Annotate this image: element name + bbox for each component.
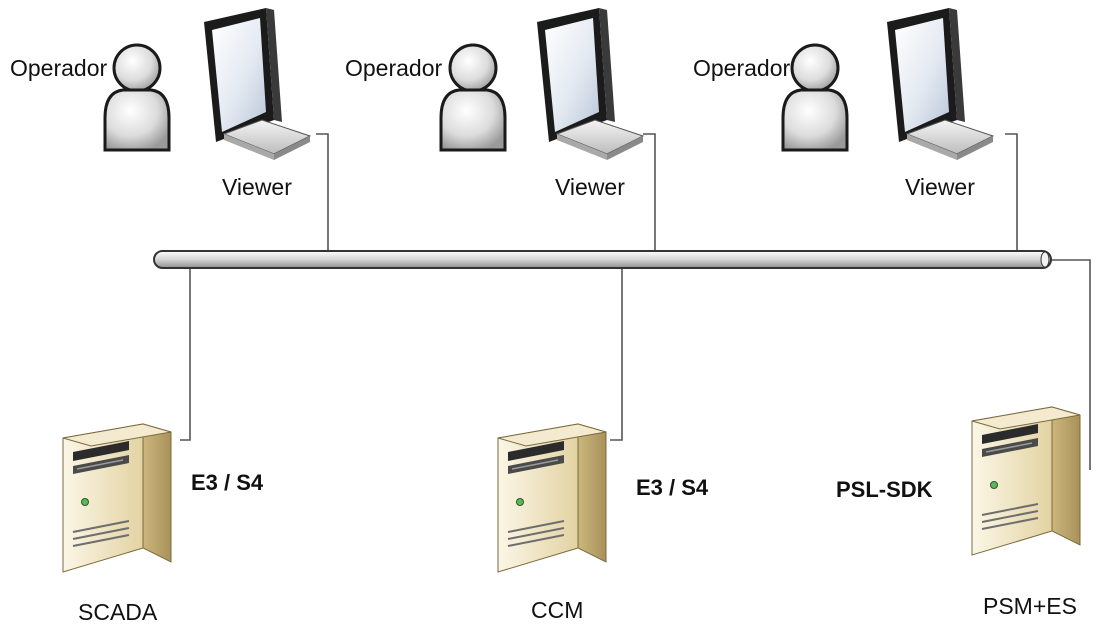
scada-server-label: SCADA	[78, 599, 158, 625]
psm-server-icon	[971, 406, 1081, 556]
viewer-3-label: Viewer	[905, 174, 975, 200]
scada-drop-line	[180, 268, 191, 441]
operator-2-label: Operador	[345, 55, 443, 81]
operator-3-label: Operador	[693, 55, 791, 81]
psm-drop-line	[1048, 259, 1091, 470]
ccm-server-icon	[497, 423, 607, 573]
scada-software-label: E3 / S4	[191, 470, 264, 495]
operator-2-person-icon	[439, 43, 507, 152]
ccm-server-label: CCM	[531, 597, 584, 623]
viewer-1-monitor-icon	[203, 7, 311, 161]
ccm-drop-line	[610, 268, 623, 441]
operator-1-label: Operador	[10, 55, 108, 81]
viewer-1-label: Viewer	[222, 174, 292, 200]
viewer-3-drop-line	[1005, 133, 1018, 252]
viewer-2-label: Viewer	[555, 174, 625, 200]
psm-software-label: PSL-SDK	[836, 477, 933, 502]
viewer-2-monitor-icon	[536, 7, 644, 161]
network-bus	[153, 250, 1052, 269]
psm-server-label: PSM+ES	[983, 593, 1077, 619]
viewer-1-drop-line	[316, 133, 329, 252]
viewer-2-drop-line	[643, 133, 656, 252]
viewer-3-monitor-icon	[886, 7, 994, 161]
ccm-software-label: E3 / S4	[636, 475, 709, 500]
operator-3-person-icon	[781, 43, 849, 152]
connection-lines	[180, 133, 1091, 470]
scada-server-icon	[62, 423, 172, 573]
operator-1-person-icon	[103, 43, 171, 152]
